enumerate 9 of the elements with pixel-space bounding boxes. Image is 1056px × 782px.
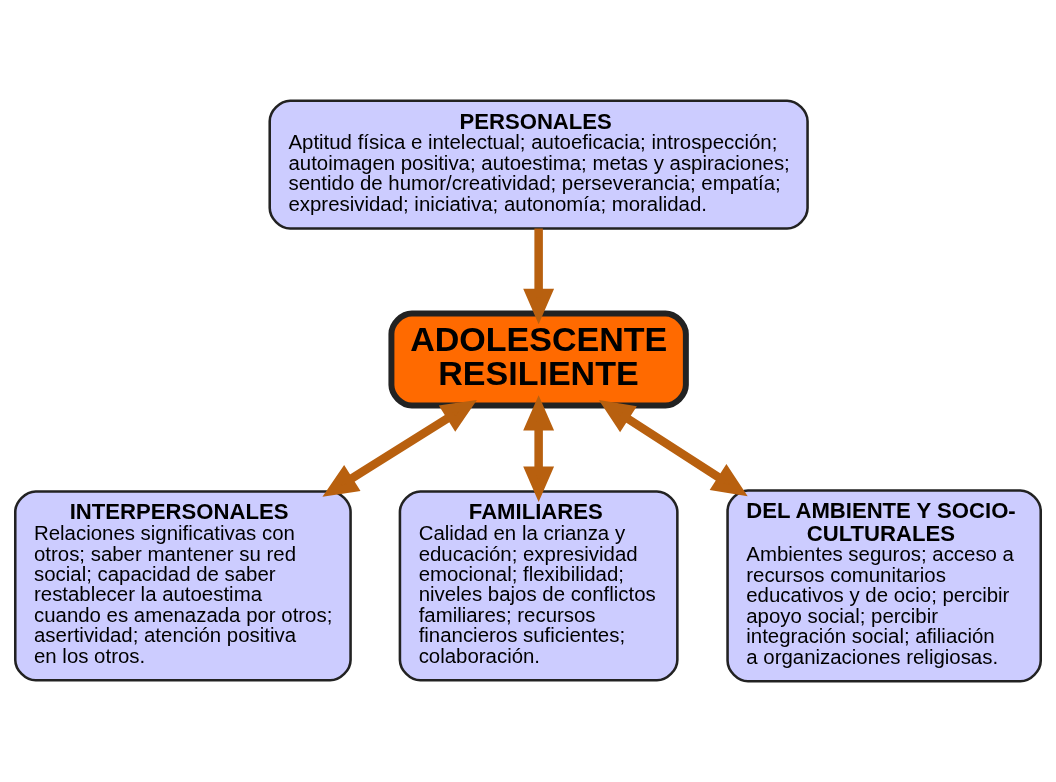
node-box: PERSONALES Aptitud física e intelectual; autoeficacia; introspección; autoimagen positiva; autoestima; metas y aspiraciones; sentido de humor/creatividad; perseverancia; empatía; expresividad; iniciativa; autonomía; moralidad. [268, 99, 809, 230]
arrow [322, 399, 477, 497]
node-box: DEL AMBIENTE Y SOCIO-CULTURALES Ambientes seguros; acceso a recursos comunitarios educativos y de ocio; percibir apoyo social; percibir integración social; afiliación a organizaciones religiosas. [726, 489, 1042, 683]
arrow [598, 400, 748, 497]
node-box: ADOLESCENTE RESILIENTE [388, 310, 689, 409]
node-box: FAMILIARES Calidad en la crianza y educación; expresividad emocional; flexibilidad; niveles bajos de conflictos familiares; recursos financieros suficientes; colaboración. [398, 490, 679, 682]
arrow [523, 228, 555, 325]
node-box: INTERPERSONALES Relaciones significativas con otros; saber mantener su red social; capacidad de saber restablecer la autoestima cuando es amenazada por otros; asertividad; atención positiva en los otros. [14, 490, 352, 682]
arrow [523, 395, 555, 502]
